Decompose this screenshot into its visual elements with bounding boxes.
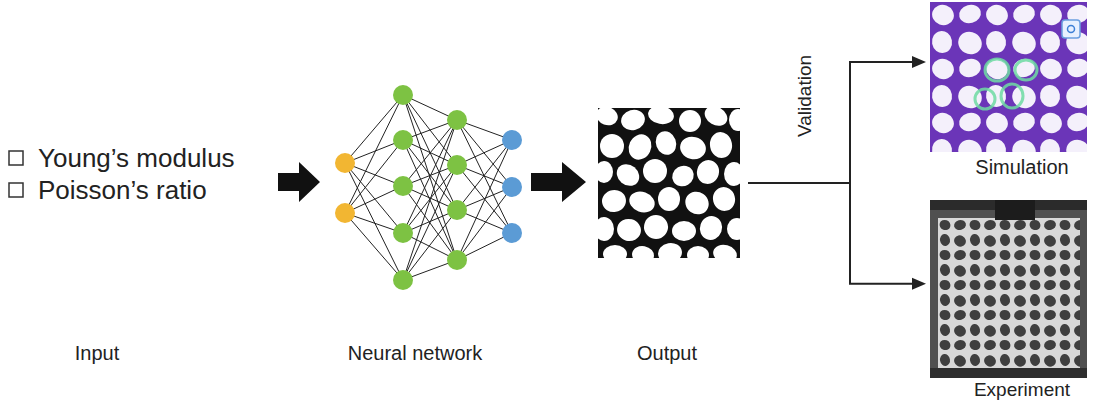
block-arrow (531, 162, 586, 202)
output-pattern (598, 108, 740, 258)
experiment-photo (930, 200, 1087, 378)
output-structure: Output (598, 108, 740, 258)
block-arrow (278, 162, 320, 202)
input-group: Young’s modulusPoisson’s ratioInput (0, 142, 272, 209)
checkbox-symbol (9, 151, 23, 197)
network-links (345, 95, 512, 280)
edge-label: Validation (794, 55, 816, 137)
neural-network: Neural network (332, 82, 525, 294)
panel-caption: Input (75, 342, 119, 364)
panel-caption: Neural network (348, 342, 483, 364)
network-neurons (335, 85, 522, 290)
input-parameter: Young’s modulus (38, 143, 235, 173)
validation-arrow (748, 183, 926, 290)
panel-caption: Output (637, 342, 697, 364)
input-parameter: Poisson’s ratio (38, 175, 207, 205)
validation-arrow (748, 56, 926, 183)
panel-caption: Experiment (974, 380, 1070, 400)
panel-caption: Simulation (975, 156, 1068, 178)
experiment-image: Experiment (930, 200, 1087, 378)
simulation-render (930, 2, 1087, 152)
simulation-image: Simulation (930, 2, 1087, 152)
